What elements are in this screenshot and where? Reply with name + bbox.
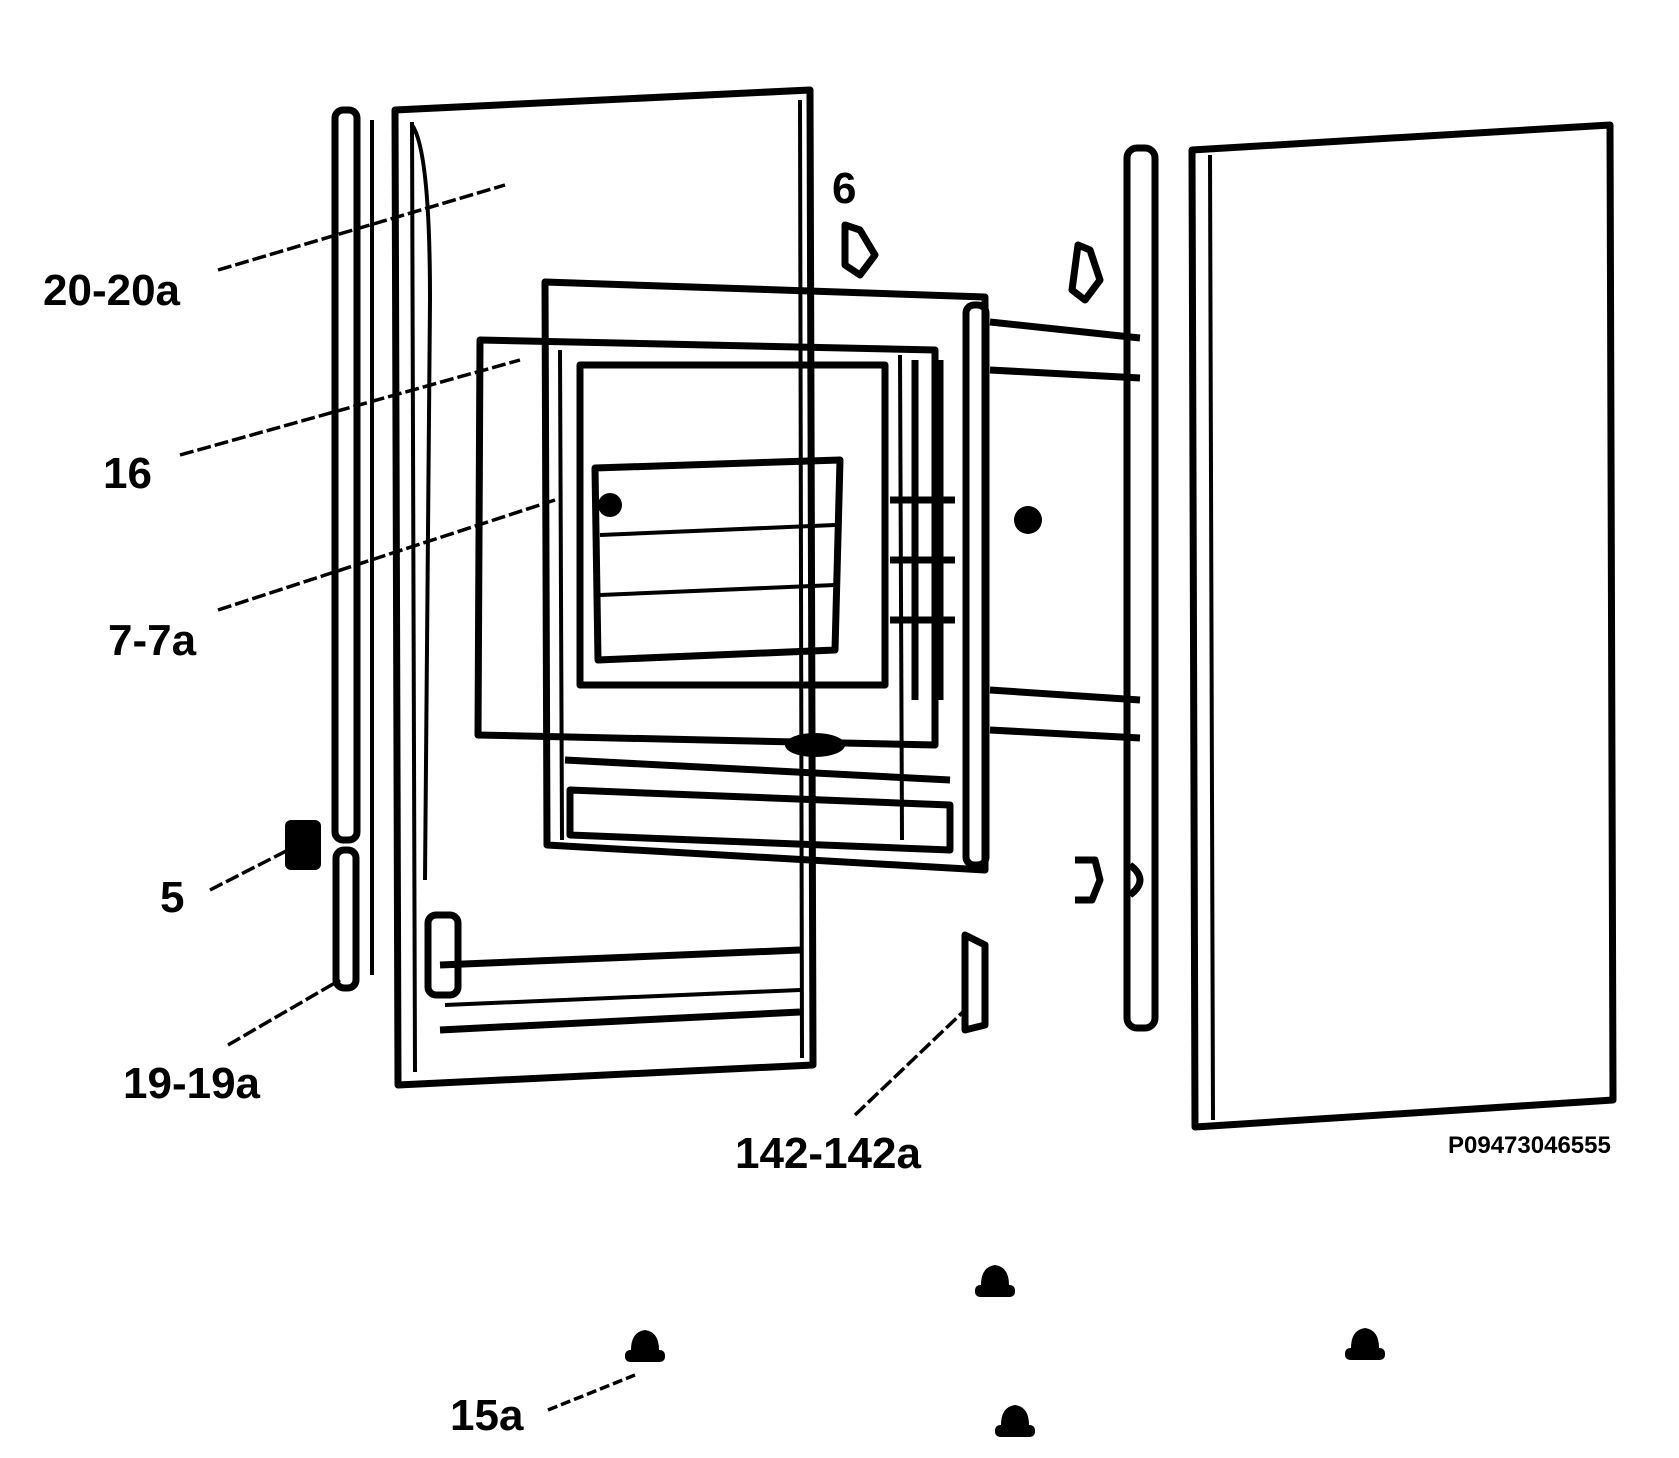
- left-door-strip: [331, 106, 374, 992]
- screws: [625, 1265, 1385, 1437]
- right-door-panel: [1188, 121, 1617, 1131]
- hinge-clips: [841, 221, 1104, 304]
- label-6: 6: [832, 164, 856, 213]
- brackets: [285, 820, 1144, 904]
- label-19-19a: 19-19a: [123, 1059, 261, 1108]
- drawing-code: P09473046555: [1448, 1132, 1611, 1159]
- connecting-rods: [989, 318, 1141, 742]
- label-5: 5: [160, 873, 184, 922]
- label-7-7a: 7-7a: [108, 616, 197, 665]
- label-142-142a: 142-142a: [735, 1129, 921, 1178]
- inner-glass-grid: [564, 360, 1042, 854]
- left-door-panel: [391, 86, 817, 1089]
- label-15a: 15a: [450, 1391, 524, 1440]
- right-door-strip: [1123, 144, 1159, 1032]
- label-16: 16: [103, 449, 152, 498]
- label-20-20a: 20-20a: [43, 266, 181, 315]
- handle-part: [961, 931, 989, 1034]
- inner-frame: [474, 278, 990, 874]
- leader-lines: [179, 183, 967, 1412]
